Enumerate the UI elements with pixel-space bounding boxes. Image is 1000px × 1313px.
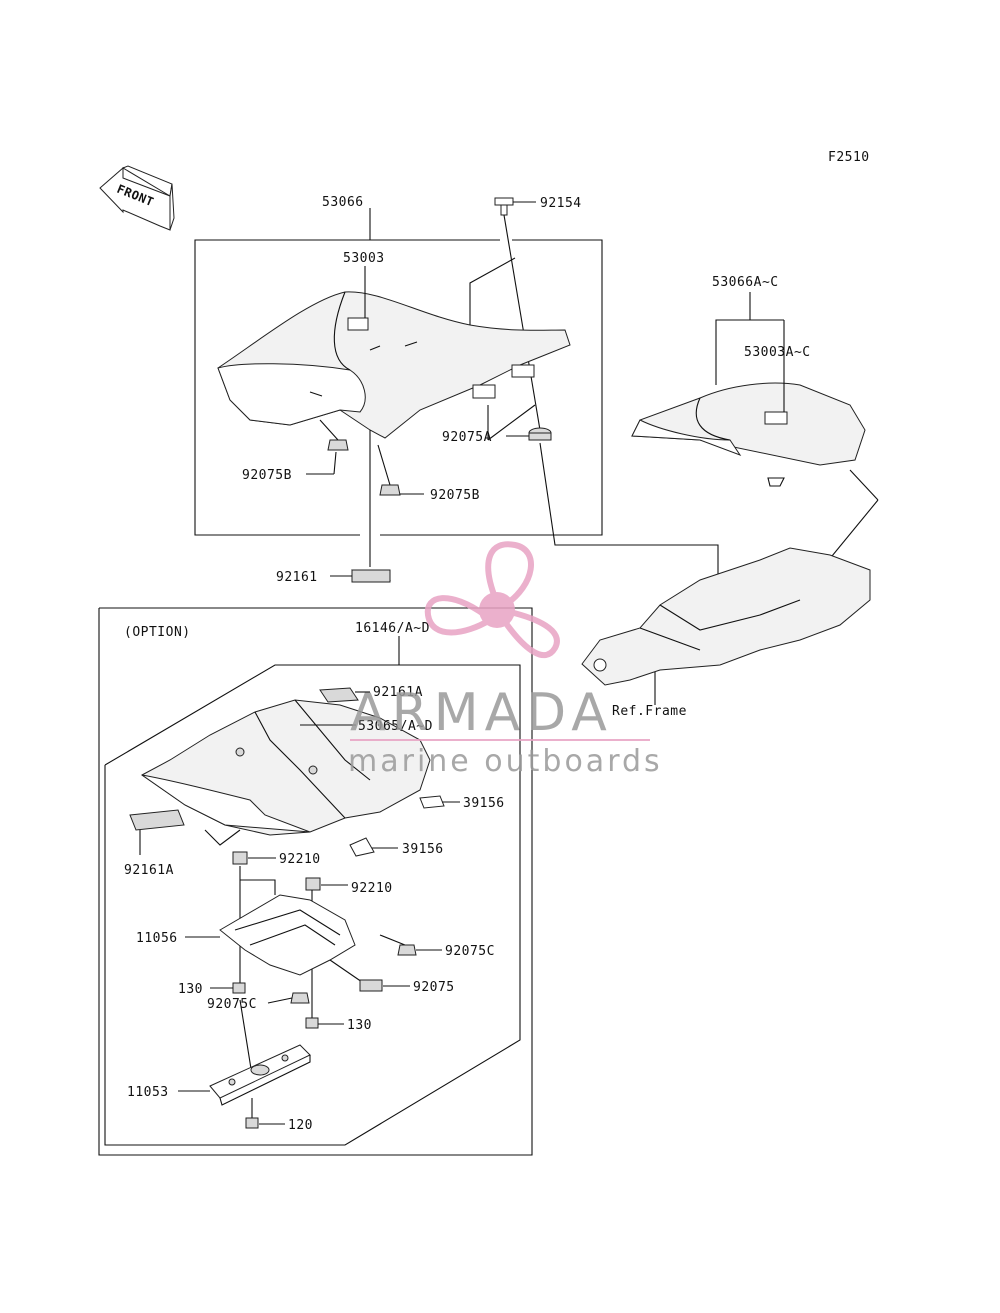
grommet-92075c-left	[267, 992, 310, 1004]
watermark-title: ARMADA	[350, 683, 613, 743]
grommet-92075b-right	[377, 444, 424, 496]
callout-53066: 53066	[322, 195, 364, 210]
callout-92075c-left: 92075C	[207, 997, 257, 1012]
callout-53066ac: 53066A~C	[712, 275, 779, 290]
ref-frame	[581, 547, 871, 686]
grommet-92075b-left	[306, 419, 349, 475]
pad-92161a-left	[129, 809, 185, 855]
propeller-hub-icon	[479, 592, 515, 628]
callout-92075: 92075	[413, 980, 455, 995]
callout-53003: 53003	[343, 251, 385, 266]
propeller-logo-icon	[424, 541, 560, 659]
callout-92075a: 92075A	[442, 430, 492, 445]
grommet-92075	[359, 979, 410, 992]
bolt-130-right	[305, 1017, 344, 1029]
watermark-subtitle: marine outboards	[348, 744, 663, 779]
grommet-92075c-right	[379, 934, 442, 956]
seat-cowl	[141, 699, 431, 836]
callout-39156-a: 39156	[463, 796, 505, 811]
callout-92161a-top: 92161A	[373, 685, 423, 700]
watermark: ARMADA marine outboards	[348, 541, 663, 779]
option-label: (OPTION)	[124, 625, 191, 640]
diagram-code: F2510	[828, 150, 870, 165]
seat-group-box	[194, 208, 603, 536]
main-seat	[217, 291, 571, 439]
pad-39156-a	[419, 795, 460, 809]
callout-92075b-right: 92075B	[430, 488, 480, 503]
callout-92210-b: 92210	[351, 881, 393, 896]
grommet-92075a	[506, 427, 552, 441]
callout-92075c-right: 92075C	[445, 944, 495, 959]
callout-92210-a: 92210	[279, 852, 321, 867]
callout-120: 120	[288, 1118, 313, 1133]
bolt-120	[245, 1117, 285, 1129]
callout-92154: 92154	[540, 196, 582, 211]
callout-130-left: 130	[178, 982, 203, 997]
solo-seat-cover	[631, 382, 866, 487]
callout-11056: 11056	[136, 931, 178, 946]
bolt-130-left	[210, 982, 246, 994]
bolt-92154	[494, 197, 541, 431]
callout-92161: 92161	[276, 570, 318, 585]
callout-130-right: 130	[347, 1018, 372, 1033]
callout-92075b-left: 92075B	[242, 468, 292, 483]
front-arrow-icon: FRONT	[99, 165, 175, 231]
callout-53003ac: 53003A~C	[744, 345, 811, 360]
pad-92161	[330, 569, 391, 583]
bracket-11053	[178, 1044, 311, 1118]
callout-11053: 11053	[127, 1085, 169, 1100]
option-box	[98, 607, 533, 1156]
callout-53065: 53065/A~D	[358, 719, 433, 734]
pad-92161a-top	[319, 687, 370, 703]
pad-39156-b	[349, 837, 398, 857]
bracket-11056	[185, 879, 356, 976]
callout-39156-b: 39156	[402, 842, 444, 857]
ref-frame-label: Ref.Frame	[612, 704, 687, 719]
callout-16146: 16146/A~D	[355, 621, 430, 636]
callout-92161a-left: 92161A	[124, 863, 174, 878]
